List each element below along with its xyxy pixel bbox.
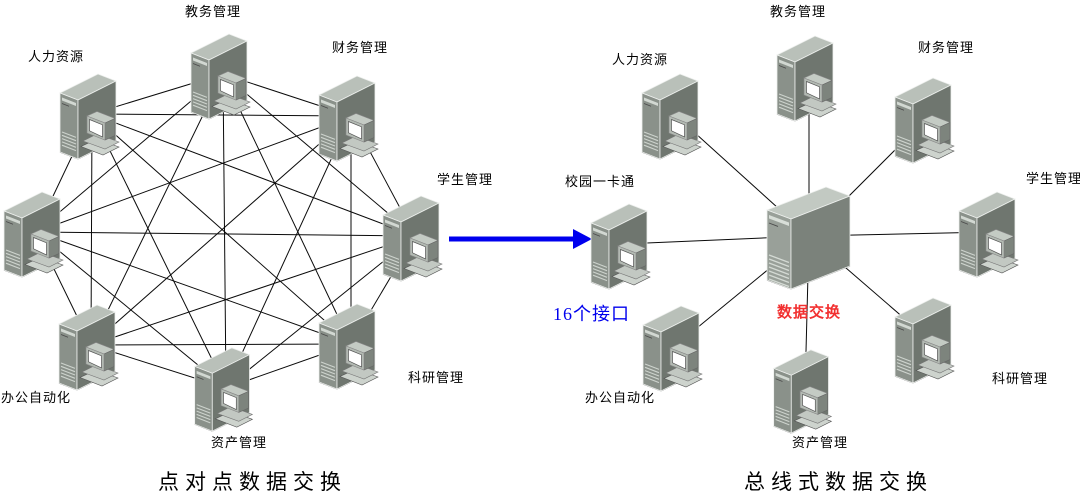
server-node-academic-affairs-left [190, 33, 251, 120]
label-academic-affairs-right: 教务管理 [770, 4, 827, 19]
server-node-students-left [382, 195, 443, 282]
server-node-research-right [894, 297, 955, 384]
mesh-connection-lines [35, 73, 416, 389]
label-office-automation-right: 办公自动化 [585, 390, 656, 405]
server-node-research-left [318, 303, 379, 390]
server-node-campus-card-right [590, 203, 651, 290]
hub-server [766, 186, 851, 290]
server-node-finance-left [318, 75, 379, 162]
left-caption: 点对点数据交换 [158, 470, 347, 494]
server-node-human-resources-left [59, 73, 120, 160]
label-assets-right: 资产管理 [792, 435, 849, 450]
label-research-left: 科研管理 [408, 370, 465, 385]
label-assets-left: 资产管理 [211, 435, 268, 450]
label-campus-card-right: 校园一卡通 [565, 174, 636, 189]
hub-data-exchange-label: 数据交换 [777, 305, 842, 321]
server-node-academic-affairs-right [776, 35, 837, 122]
server-node-human-resources-right [641, 73, 702, 160]
server-node-students-right [958, 191, 1019, 278]
label-academic-affairs-left: 教务管理 [185, 4, 242, 19]
server-node-unlabeled-left [3, 191, 64, 278]
label-finance-left: 财务管理 [332, 40, 389, 55]
label-finance-right: 财务管理 [918, 40, 975, 55]
label-office-automation-left: 办公自动化 [1, 390, 72, 405]
server-node-finance-right [894, 77, 955, 164]
label-human-resources-left: 人力资源 [28, 49, 85, 64]
label-human-resources-right: 人力资源 [612, 52, 669, 67]
label-research-right: 科研管理 [992, 371, 1049, 386]
server-node-assets-right [773, 349, 832, 434]
server-node-assets-left [194, 347, 253, 432]
interfaces-count-annotation: 16个接口 [553, 304, 630, 324]
server-node-office-automation-right [642, 305, 703, 392]
label-students-right: 学生管理 [1026, 171, 1080, 186]
server-node-office-automation-left [58, 304, 119, 391]
transform-arrow [449, 229, 592, 249]
right-caption: 总线式数据交换 [744, 470, 933, 494]
label-students-left: 学生管理 [437, 172, 494, 187]
